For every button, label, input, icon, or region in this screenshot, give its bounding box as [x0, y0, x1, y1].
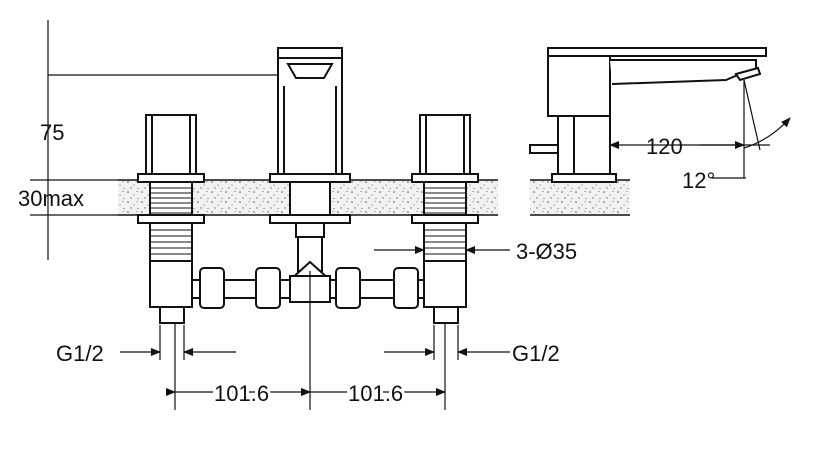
label-g12-right: G1/2: [512, 341, 560, 366]
connecting-pipes: [192, 260, 424, 309]
left-handle: [137, 114, 205, 324]
center-spout: [269, 47, 351, 272]
label-12-deg: 12°: [682, 168, 715, 193]
deck-side: [530, 179, 630, 216]
label-3-35: 3-Ø35: [516, 239, 577, 264]
dimension-lines: [30, 20, 791, 410]
label-g12-left: G1/2: [56, 341, 104, 366]
label-101-6-left: 101.6: [214, 381, 269, 406]
label-30max: 30max: [18, 186, 84, 211]
right-handle: [411, 114, 479, 324]
label-75: 75: [40, 120, 64, 145]
side-spout: [529, 47, 767, 183]
label-101-6-right: 101.6: [348, 381, 403, 406]
label-120: 120: [646, 134, 683, 159]
